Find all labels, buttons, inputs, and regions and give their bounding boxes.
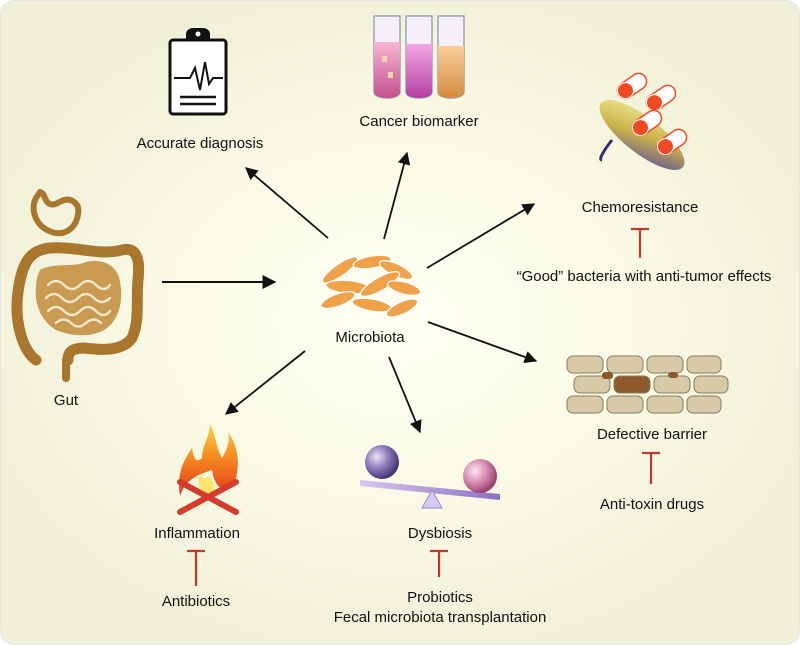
arrow-to-chemoresistance xyxy=(426,203,536,269)
antibiotics-label: Antibiotics xyxy=(161,593,231,610)
inhibition-inflammation xyxy=(187,549,205,586)
accurate-diagnosis-label: Accurate diagnosis xyxy=(136,135,264,152)
fecal-transplantation-label: Fecal microbiota transplantation xyxy=(333,609,547,626)
gut-label: Gut xyxy=(53,392,79,409)
defective-barrier-label: Defective barrier xyxy=(596,426,708,443)
good-bacteria-label: “Good” bacteria with anti-tumor effects xyxy=(516,268,772,285)
cancer-biomarker-label: Cancer biomarker xyxy=(359,113,479,130)
inhibition-chemoresistance xyxy=(631,227,649,258)
arrow-to-cancer-biomarker xyxy=(383,151,411,240)
chemoresistance-label: Chemoresistance xyxy=(581,199,699,216)
arrow-to-defective-barrier xyxy=(427,321,538,364)
bacteria-icon xyxy=(320,254,422,318)
fire-icon xyxy=(177,424,239,515)
inhibition-defective-barrier xyxy=(642,451,660,484)
arrow-to-inflammation xyxy=(225,350,306,415)
anti-toxin-drugs-label: Anti-toxin drugs xyxy=(599,496,705,513)
probiotics-label: Probiotics xyxy=(407,589,473,606)
dysbiosis-label: Dysbiosis xyxy=(407,525,473,542)
arrow-to-accurate-diagnosis xyxy=(245,167,329,239)
microbiota-label: Microbiota xyxy=(335,329,405,346)
test-tubes-icon xyxy=(373,15,465,99)
inhibition-dysbiosis xyxy=(430,549,448,577)
inhibition-marks xyxy=(187,227,660,586)
arrows xyxy=(162,151,538,434)
inflammation-label: Inflammation xyxy=(154,525,240,542)
brick-wall-icon xyxy=(566,355,729,414)
seesaw-icon xyxy=(360,445,500,509)
arrow-to-dysbiosis xyxy=(388,356,422,434)
intestine-icon xyxy=(11,189,145,382)
pills-bacterium-icon xyxy=(599,72,688,171)
clipboard-ecg-icon xyxy=(168,28,228,116)
